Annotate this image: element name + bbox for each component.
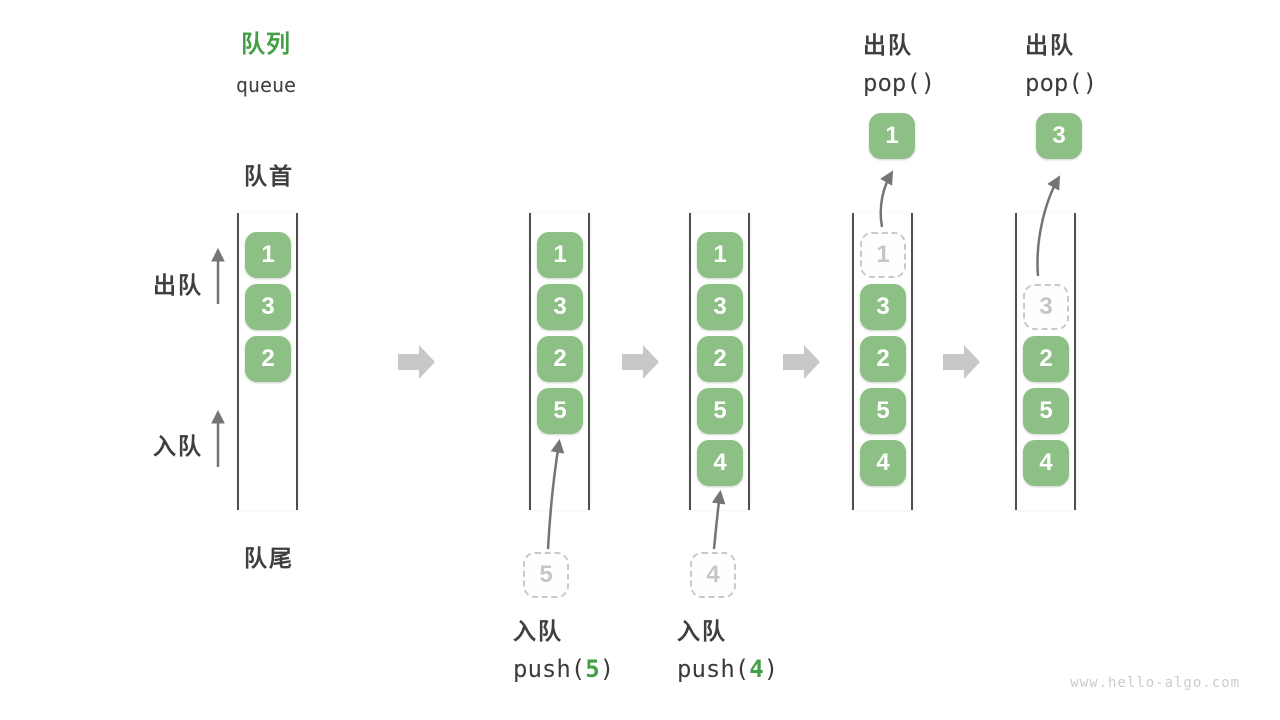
code-prefix: push(: [677, 655, 750, 683]
title-zh: 队列: [241, 31, 291, 58]
op-pop-1-code: pop(): [863, 69, 935, 97]
step-arrow-icon: [783, 345, 820, 379]
code-suffix: ): [763, 655, 779, 683]
queue-item: 1: [245, 232, 291, 278]
op-pop-1-zh: 出队: [863, 32, 913, 58]
push-5-arrow-icon: [546, 438, 565, 550]
enqueue-side-label: 入队: [153, 433, 203, 459]
queue-column-1: [237, 213, 298, 510]
queue-item: 4: [1023, 440, 1069, 486]
thin-arrows-group: [211, 170, 1061, 550]
queue-item: 5: [697, 388, 743, 434]
queue-item: 3: [860, 284, 906, 330]
queue-item: 2: [1023, 336, 1069, 382]
code-arg: 4: [749, 655, 764, 683]
queue-item: 5: [860, 388, 906, 434]
push-4-arrow-icon: [711, 489, 726, 550]
queue-column-2: [529, 213, 590, 510]
step-arrow-icon: [622, 345, 659, 379]
watermark: www.hello-algo.com: [1070, 675, 1240, 691]
queue-item: 3: [697, 284, 743, 330]
queue-item-ghost: 3: [1023, 284, 1069, 330]
figure-title: 队列 queue: [216, 24, 316, 97]
queue-column-4: [852, 213, 913, 510]
queue-item-ghost: 1: [860, 232, 906, 278]
title-en: queue: [235, 73, 297, 97]
op-pop-2: 出队 pop(): [1025, 26, 1097, 97]
code-prefix: pop(): [1025, 69, 1098, 97]
queue-item: 2: [245, 336, 291, 382]
queue-rear-label: 队尾: [244, 545, 294, 571]
code-suffix: ): [599, 655, 615, 683]
queue-front-label: 队首: [244, 163, 294, 189]
op-pop-2-code: pop(): [1025, 69, 1097, 97]
staged-item-ghost: 4: [690, 552, 736, 598]
queue-item: 4: [697, 440, 743, 486]
queue-column-5: [1015, 213, 1076, 510]
popped-item: 1: [869, 113, 915, 159]
op-push-4-zh: 入队: [677, 618, 727, 644]
staged-item-ghost: 5: [523, 552, 569, 598]
queue-item: 4: [860, 440, 906, 486]
queue-item: 2: [860, 336, 906, 382]
code-prefix: push(: [513, 655, 586, 683]
queue-item: 2: [697, 336, 743, 382]
code-arg: 5: [585, 655, 600, 683]
op-push-5: 入队 push(5): [513, 612, 614, 683]
op-push-5-code: push(5): [513, 655, 614, 683]
queue-item: 1: [537, 232, 583, 278]
pop-2-arrow-icon: [1036, 175, 1061, 277]
op-push-5-zh: 入队: [513, 618, 563, 644]
dequeue-side-label: 出队: [153, 272, 203, 298]
pop-1-arrow-icon: [879, 170, 894, 228]
popped-item: 3: [1036, 113, 1082, 159]
code-prefix: pop(): [863, 69, 936, 97]
step-arrow-icon: [398, 345, 435, 379]
queue-item: 5: [1023, 388, 1069, 434]
step-arrow-icon: [943, 345, 980, 379]
queue-column-3: [689, 213, 750, 510]
queue-item: 5: [537, 388, 583, 434]
op-pop-1: 出队 pop(): [863, 26, 935, 97]
op-push-4: 入队 push(4): [677, 612, 778, 683]
queue-item: 1: [697, 232, 743, 278]
queue-item: 2: [537, 336, 583, 382]
op-push-4-code: push(4): [677, 655, 778, 683]
queue-item: 3: [537, 284, 583, 330]
queue-item: 3: [245, 284, 291, 330]
step-arrows-group: [398, 345, 980, 379]
op-pop-2-zh: 出队: [1025, 32, 1075, 58]
